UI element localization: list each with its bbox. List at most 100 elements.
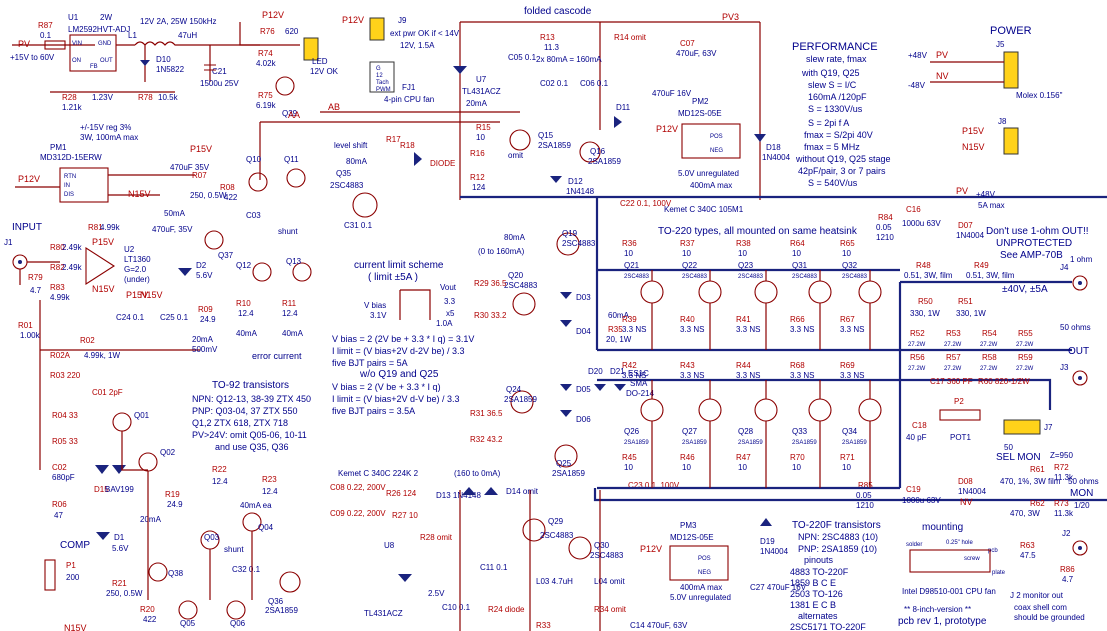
lower-cascode: Kemet C 340C 224K 2 C08 0.22, 200V C09 0…: [330, 469, 807, 631]
c08-ref: C08 0.22, 200V: [330, 483, 386, 492]
transistor-npn-2: [754, 280, 778, 304]
net-n15v-bot: N15V: [64, 623, 87, 631]
r55-ref: R55: [1018, 329, 1033, 338]
q15-ref: Q15: [538, 131, 554, 140]
driver-section: Q19 2SC4883 80mA (0 to 160mA) Q20 2SC488…: [454, 229, 655, 478]
r17-ref: R17: [386, 135, 401, 144]
net-pv-rail: PV: [956, 186, 968, 196]
r52-ref: R52: [910, 329, 925, 338]
r02-ref: R02: [80, 336, 95, 345]
d19-ref: D19: [760, 537, 775, 546]
re-bot-2: R44: [736, 361, 751, 370]
q12-ref: Q12: [236, 261, 252, 270]
r13-val: 11.3: [544, 43, 560, 52]
do214-label: DO-214: [626, 389, 655, 398]
r82-val: 2.49k: [62, 263, 83, 272]
net-p12v-j9: P12V: [342, 15, 364, 25]
d11-ref: D11: [616, 103, 631, 112]
transistor-q19: [556, 232, 580, 256]
mount-rev: pcb rev 1, prototype: [898, 616, 987, 627]
pm2-neg: NEG: [710, 148, 723, 154]
rb-bot-val-1: 10: [682, 463, 691, 472]
c21-val: 1500u 25V: [200, 79, 239, 88]
r01-val: 1.00k: [20, 331, 41, 340]
r15-val: 10: [476, 133, 485, 142]
limit-eq1: V bias = 2 (2V be + 3.3 * I q) = 3.1V: [332, 334, 474, 344]
npn-part-4: 2SC4883: [842, 274, 868, 280]
q20-part: 2SC4883: [504, 281, 538, 290]
re-bot-val-0: 3.3 NS: [622, 371, 646, 380]
transistor-q29: [522, 518, 546, 542]
r73-ref: R73: [1054, 499, 1069, 508]
c23-ref: C23 0.1, 100V: [628, 481, 680, 490]
d10-val: 1N5822: [156, 65, 185, 74]
limit-eq6: five BJT pairs = 3.5A: [332, 406, 415, 416]
d13-ref: D13 1N4148: [436, 491, 481, 500]
c25-ref: C25 0.1: [160, 313, 189, 322]
j4-ref: J4: [1060, 263, 1069, 272]
r57-val: 27.2W: [944, 366, 962, 372]
rb-bot-4: R71: [840, 453, 855, 462]
warn-l1: Don't use 1-ohm OUT!!: [986, 226, 1089, 237]
r19-ref: R19: [165, 490, 180, 499]
r74-val: 4.02k: [256, 59, 277, 68]
pm1-note2: 3W, 100mA max: [80, 133, 138, 142]
rb-bot-2: R47: [736, 453, 751, 462]
d1-ref: D1: [114, 533, 125, 542]
rb-bot-val-0: 10: [624, 463, 633, 472]
rb-bot-val-4: 10: [842, 463, 851, 472]
r54-ref: R54: [982, 329, 997, 338]
pnp-part-3: 2SA1859: [792, 440, 817, 446]
q25-part: 2SA1859: [552, 469, 585, 478]
u7-ref: U7: [476, 75, 487, 84]
r81-ref: R81: [88, 223, 103, 232]
u1-pin-out: OUT: [100, 58, 113, 64]
mount-solder: solder: [906, 542, 922, 548]
r59-ref: R59: [1018, 353, 1033, 362]
r35-val: 20, 1W: [606, 335, 632, 344]
warn-l2: UNPROTECTED: [996, 238, 1072, 249]
sma-label: SMA: [630, 379, 648, 388]
j3-ref: J3: [1060, 363, 1069, 372]
r01-ref: R01: [18, 321, 33, 330]
net-p15v-u2: P15V: [92, 237, 114, 247]
r75-ref: R75: [258, 91, 273, 100]
re-bot-val-3: 3.3 NS: [790, 371, 814, 380]
d07-ref: D07: [958, 221, 973, 230]
transistor-q06: [226, 600, 246, 620]
fan-pin-12: 12: [376, 73, 383, 79]
r53-val: 27.2W: [944, 342, 962, 348]
net-p12v-top: P12V: [262, 10, 284, 20]
transistor-q11: [286, 168, 306, 188]
rb-bot-3: R70: [790, 453, 805, 462]
c10-ref: C10 0.1: [442, 603, 471, 612]
re-bot-val-1: 3.3 NS: [680, 371, 704, 380]
molex-label: Molex 0.156": [1016, 91, 1063, 100]
d1-val: 5.6V: [112, 544, 129, 553]
u2-ref: U2: [124, 245, 135, 254]
npn-ref-3: Q31: [792, 261, 808, 270]
perf-l3: S = 1330V/us: [808, 104, 863, 114]
pm3-pos: POS: [698, 556, 711, 562]
r51-val: 330, 1W: [956, 309, 986, 318]
diode-label: DIODE: [430, 159, 455, 168]
r80-ref: R80: [50, 243, 65, 252]
c18-ref: C18: [912, 421, 927, 430]
transistor-q20: [512, 292, 536, 316]
net-pv3: PV3: [722, 12, 739, 22]
j8-ref: J8: [998, 117, 1007, 126]
r18-ref: R18: [400, 141, 415, 150]
u7-part: TL431ACZ: [462, 87, 501, 96]
p48-label: +48V: [908, 51, 928, 60]
coax: coax shell com: [1014, 603, 1067, 612]
transistor-q15: [509, 129, 531, 151]
r80-val: 2.49k: [62, 243, 83, 252]
u2-gain: G=2.0: [124, 265, 147, 274]
q15-part: 2SA1859: [538, 141, 571, 150]
r58-ref: R58: [982, 353, 997, 362]
c18-val: 40 pF: [906, 433, 927, 442]
rb-top-4: R65: [840, 239, 855, 248]
i80b: 80mA: [504, 233, 526, 242]
pm3-note: 400mA max: [680, 583, 722, 592]
